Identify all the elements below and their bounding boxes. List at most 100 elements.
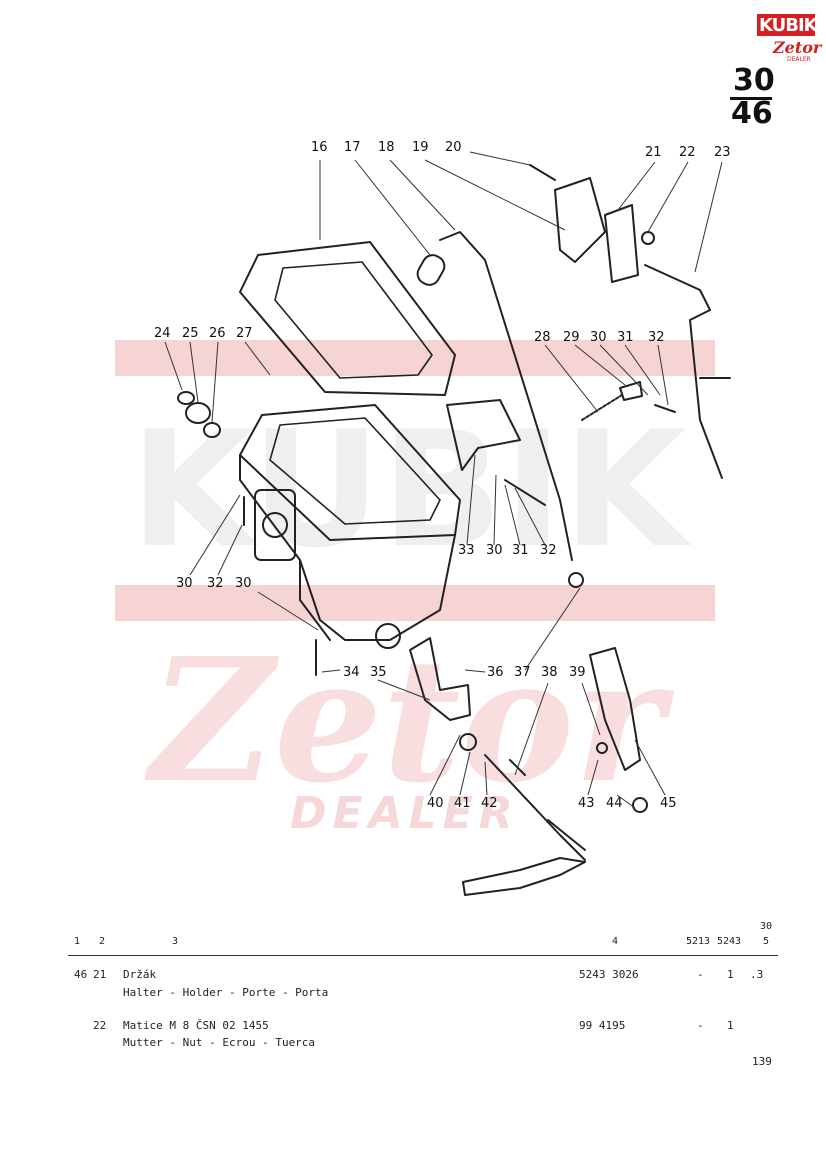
exploded-parts-drawing: KUBIK Zetor DEALER: [115, 151, 731, 896]
bolt-part-20: [529, 164, 556, 181]
callout-35: 35: [370, 665, 387, 680]
callout-21: 21: [645, 145, 662, 160]
callout-30d: 30: [235, 576, 252, 591]
arm-part-35: [409, 637, 471, 721]
callout-19: 19: [412, 140, 429, 155]
callout-40: 40: [427, 796, 444, 811]
watermark-brand: KUBIK: [130, 396, 692, 583]
callout-25: 25: [182, 326, 199, 341]
callout-32a: 32: [648, 330, 665, 345]
callout-45: 45: [660, 796, 677, 811]
callout-32c: 32: [207, 576, 224, 591]
ring-part-25: [185, 402, 211, 424]
row1-translations: Halter - Holder - Porte - Porta: [123, 986, 329, 999]
callout-31a: 31: [617, 330, 634, 345]
bracket-part-21: [604, 204, 639, 283]
bolt-part-32: [654, 404, 676, 413]
row2-col2: 22: [93, 1019, 107, 1032]
callout-24: 24: [154, 326, 171, 341]
row2-q5213: -: [697, 1019, 704, 1032]
gasket-part-16: [239, 241, 456, 396]
header-col1: 1: [74, 936, 81, 947]
callout-26: 26: [209, 326, 226, 341]
page-number: 139: [752, 1055, 772, 1068]
gasket-inner-opening: [274, 261, 433, 379]
callout-30c: 30: [176, 576, 193, 591]
lever-arm-bottom: [462, 857, 586, 896]
header-col3: 3: [172, 936, 179, 947]
header-col5-group: 30: [760, 921, 773, 932]
washer-part-41: [459, 733, 477, 751]
row1-col2: 21: [93, 968, 107, 981]
callout-16: 16: [311, 140, 328, 155]
callout-30a: 30: [590, 330, 607, 345]
watermark-dealer: DEALER: [290, 788, 519, 839]
callout-41: 41: [454, 796, 471, 811]
callout-39: 39: [569, 665, 586, 680]
header-col2: 2: [99, 936, 106, 947]
watermark-sub: Zetor: [144, 621, 674, 821]
callout-36: 36: [487, 665, 504, 680]
watermark: KUBIK Zetor DEALER: [115, 340, 715, 839]
callout-22: 22: [679, 145, 696, 160]
row1-q5213: -: [697, 968, 704, 981]
nut-part-44: [632, 797, 648, 813]
callout-23: 23: [714, 145, 731, 160]
logo-sub: Zetor: [773, 38, 822, 57]
shaft-sleeve: [547, 819, 586, 851]
header-col4: 4: [612, 936, 619, 947]
callout-29: 29: [563, 330, 580, 345]
callout-20: 20: [445, 140, 462, 155]
group-number-top: 30: [733, 63, 775, 98]
callout-33: 33: [458, 543, 475, 558]
table-header-rule: [68, 955, 778, 956]
row2-name: Matice M 8 ČSN 02 1455: [123, 1019, 269, 1032]
lever-part-23: [644, 264, 723, 479]
washer-part-37: [568, 572, 584, 588]
spring-part-28: [581, 394, 623, 421]
row1-q5: .3: [750, 968, 764, 981]
row1-part-no: 5243 3026: [579, 968, 639, 981]
group-fraction-line: [730, 97, 772, 100]
logo-brand: KUBIK: [759, 15, 818, 36]
row2-q5243: 1: [727, 1019, 734, 1032]
callout-44: 44: [606, 796, 623, 811]
callout-31b: 31: [512, 543, 529, 558]
link-part-29: [619, 381, 643, 401]
housing-side-flange: [254, 489, 296, 561]
bolt-part-32b: [504, 479, 546, 506]
callout-42: 42: [481, 796, 498, 811]
housing-body: [239, 454, 456, 641]
callout-38: 38: [541, 665, 558, 680]
group-number-bottom: 46: [731, 96, 773, 131]
callout-34: 34: [343, 665, 360, 680]
handle-part-45: [589, 647, 641, 771]
header-col5: 5: [763, 936, 770, 947]
clip-part-24: [177, 391, 195, 405]
callout-32b: 32: [540, 543, 557, 558]
callout-43: 43: [578, 796, 595, 811]
header-5243: 5243: [717, 936, 742, 947]
callout-30b: 30: [486, 543, 503, 558]
washer-part-26: [203, 422, 221, 438]
guide-part-19: [554, 177, 606, 263]
rod-part-18: [439, 231, 573, 561]
row1-col1: 46: [74, 968, 88, 981]
rubber-boot-17: [416, 254, 446, 286]
callout-18: 18: [378, 140, 395, 155]
row2-translations: Mutter - Nut - Ecrou - Tuerca: [123, 1036, 316, 1049]
washer-part-43: [596, 742, 608, 754]
kubik-zetor-logo: KUBIK Zetor DEALER: [757, 14, 821, 66]
housing-side: [299, 559, 331, 641]
row2-part-no: 99 4195: [579, 1019, 626, 1032]
row1-q5243: 1: [727, 968, 734, 981]
logo-dealer: DEALER: [787, 56, 811, 63]
row1-name: Držák: [123, 968, 157, 981]
housing-opening: [269, 417, 441, 525]
housing-port: [262, 512, 288, 538]
callout-17: 17: [344, 140, 361, 155]
nut-part-22: [641, 231, 655, 245]
callout-27: 27: [236, 326, 253, 341]
plate-part-33: [446, 399, 521, 471]
callout-37: 37: [514, 665, 531, 680]
